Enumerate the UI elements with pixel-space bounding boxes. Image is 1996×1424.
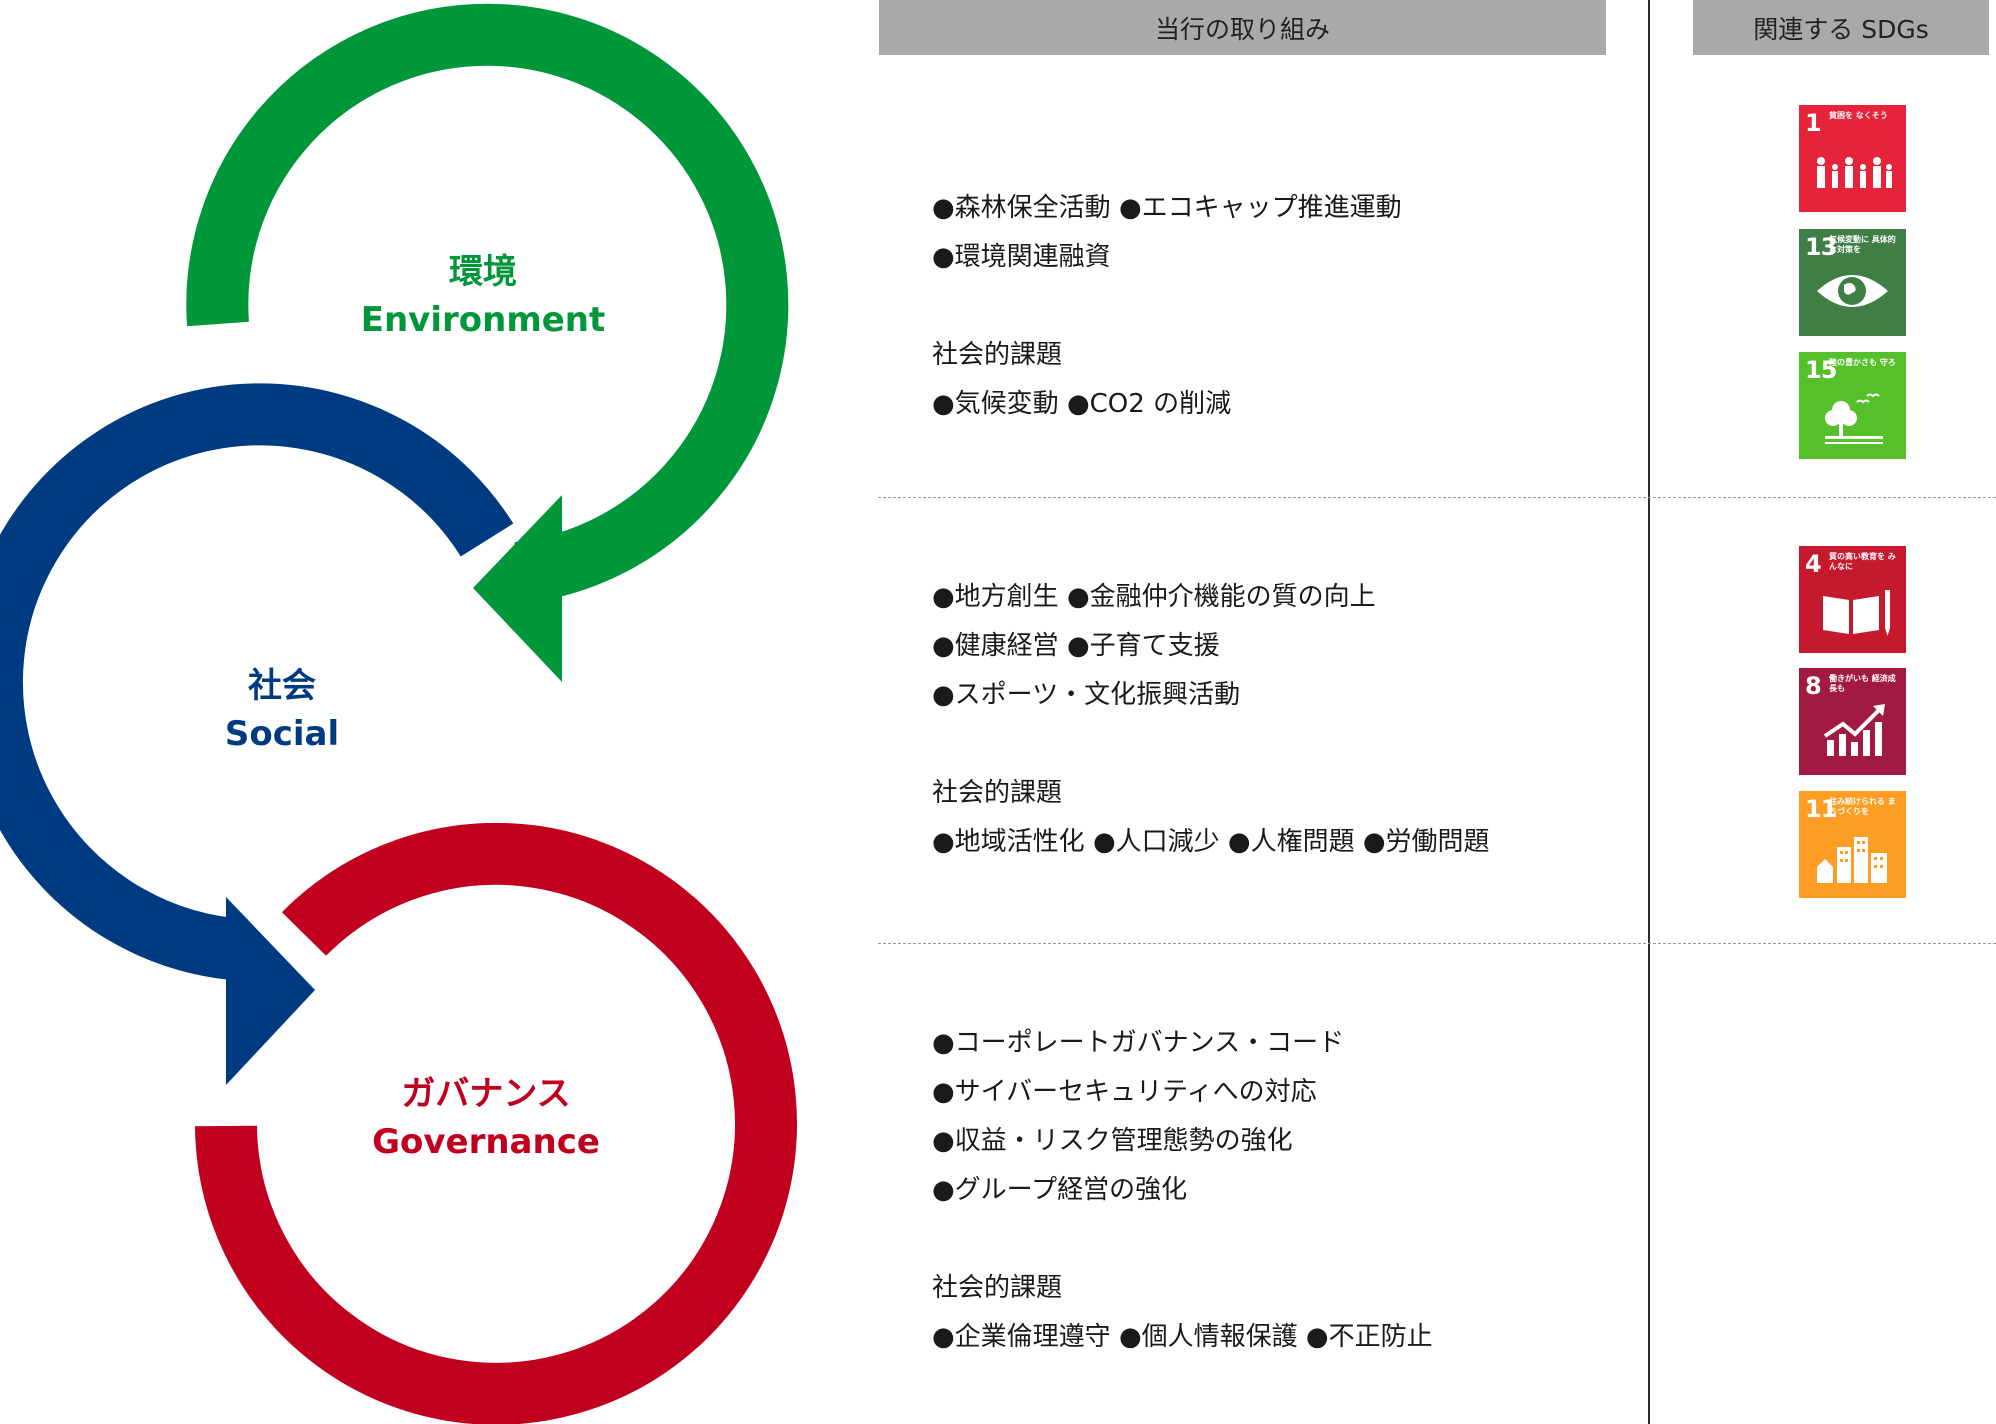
row-divider-1: [878, 497, 1996, 498]
environment-issues: ●気候変動 ●CO2 の削減: [932, 389, 1232, 419]
social-section: ●地方創生 ●金融仲介機能の質の向上 ●健康経営 ●子育て支援 ●スポーツ・文化…: [932, 573, 1490, 867]
environment-initiative: ●森林保全活動 ●エコキャップ推進運動: [932, 193, 1402, 223]
sdg-number: 4: [1805, 550, 1822, 578]
sdg-title: 貧困を なくそう: [1829, 111, 1888, 120]
environment-label-jp: 環境: [449, 252, 517, 292]
sdgs-header: 関連する SDGs: [1693, 0, 1989, 55]
governance-section: ●コーポレートガバナンス・コード ●サイバーセキュリティへの対応 ●収益・リスク…: [932, 1019, 1433, 1362]
governance-label-jp: ガバナンス: [401, 1074, 571, 1114]
sdg-title: 住み続けられる まちづくりを: [1829, 797, 1896, 816]
column-divider: [1648, 0, 1650, 1424]
social-label-jp: 社会: [247, 666, 316, 706]
social-initiative: ●健康経営 ●子育て支援: [932, 631, 1220, 661]
sdg-title: 質の高い教育を みんなに: [1829, 552, 1896, 571]
initiatives-header: 当行の取り組み: [879, 0, 1606, 55]
family-icon: [1817, 157, 1892, 188]
sdg-number: 13: [1805, 233, 1837, 261]
sdg-tile-1: 1 貧困を なくそう: [1799, 105, 1906, 212]
governance-issue-title: 社会的課題: [932, 1273, 1063, 1303]
social-initiative: ●地方創生 ●金融仲介機能の質の向上: [932, 582, 1376, 612]
governance-label: ガバナンス Governance: [372, 1072, 600, 1168]
governance-arc: [195, 822, 797, 1424]
book-pencil-icon: [1823, 590, 1890, 636]
social-label: 社会 Social: [225, 664, 339, 760]
row-divider-2: [878, 943, 1996, 944]
environment-issue-title: 社会的課題: [932, 340, 1063, 370]
buildings-icon: [1817, 837, 1887, 883]
environment-initiative: ●環境関連融資: [932, 242, 1111, 272]
governance-initiative: ●収益・リスク管理態勢の強化: [932, 1126, 1293, 1156]
sdg-tile-8: 8 働きがいも 経済成長も: [1799, 668, 1906, 775]
sdg-title: 気候変動に 具体的な対策を: [1829, 235, 1896, 254]
sdg-tile-4: 4 質の高い教育を みんなに: [1799, 546, 1906, 653]
environment-arrowhead: [473, 495, 562, 682]
social-arrowhead: [226, 897, 315, 1085]
sdg-title: 働きがいも 経済成長も: [1829, 674, 1896, 693]
social-initiative: ●スポーツ・文化振興活動: [932, 680, 1241, 710]
governance-initiative: ●コーポレートガバナンス・コード: [932, 1028, 1345, 1058]
sdg-number: 1: [1805, 109, 1822, 137]
governance-initiative: ●サイバーセキュリティへの対応: [932, 1077, 1317, 1107]
social-issue-title: 社会的課題: [932, 778, 1063, 808]
governance-issues: ●企業倫理遵守 ●個人情報保護 ●不正防止: [932, 1322, 1433, 1352]
tree-birds-icon: [1825, 393, 1883, 444]
sdg-number: 8: [1805, 672, 1822, 700]
eye-globe-icon: [1817, 275, 1888, 307]
environment-label-en: Environment: [360, 300, 606, 340]
governance-label-en: Governance: [372, 1122, 600, 1162]
social-arc: [0, 383, 514, 981]
sdg-number: 15: [1805, 356, 1837, 384]
environment-section: ●森林保全活動 ●エコキャップ推進運動 ●環境関連融資 社会的課題 ●気候変動 …: [932, 184, 1402, 429]
environment-label: 環境 Environment: [361, 250, 606, 346]
sdg-number: 11: [1805, 795, 1837, 823]
growth-chart-icon: [1823, 704, 1885, 756]
esg-cycle-diagram: [0, 3, 797, 1424]
environment-arc: [186, 3, 789, 604]
sdg-title: 陸の豊かさも 守ろう: [1829, 358, 1896, 377]
social-issues: ●地域活性化 ●人口減少 ●人権問題 ●労働問題: [932, 827, 1490, 857]
social-label-en: Social: [224, 714, 340, 754]
governance-initiative: ●グループ経営の強化: [932, 1175, 1188, 1205]
